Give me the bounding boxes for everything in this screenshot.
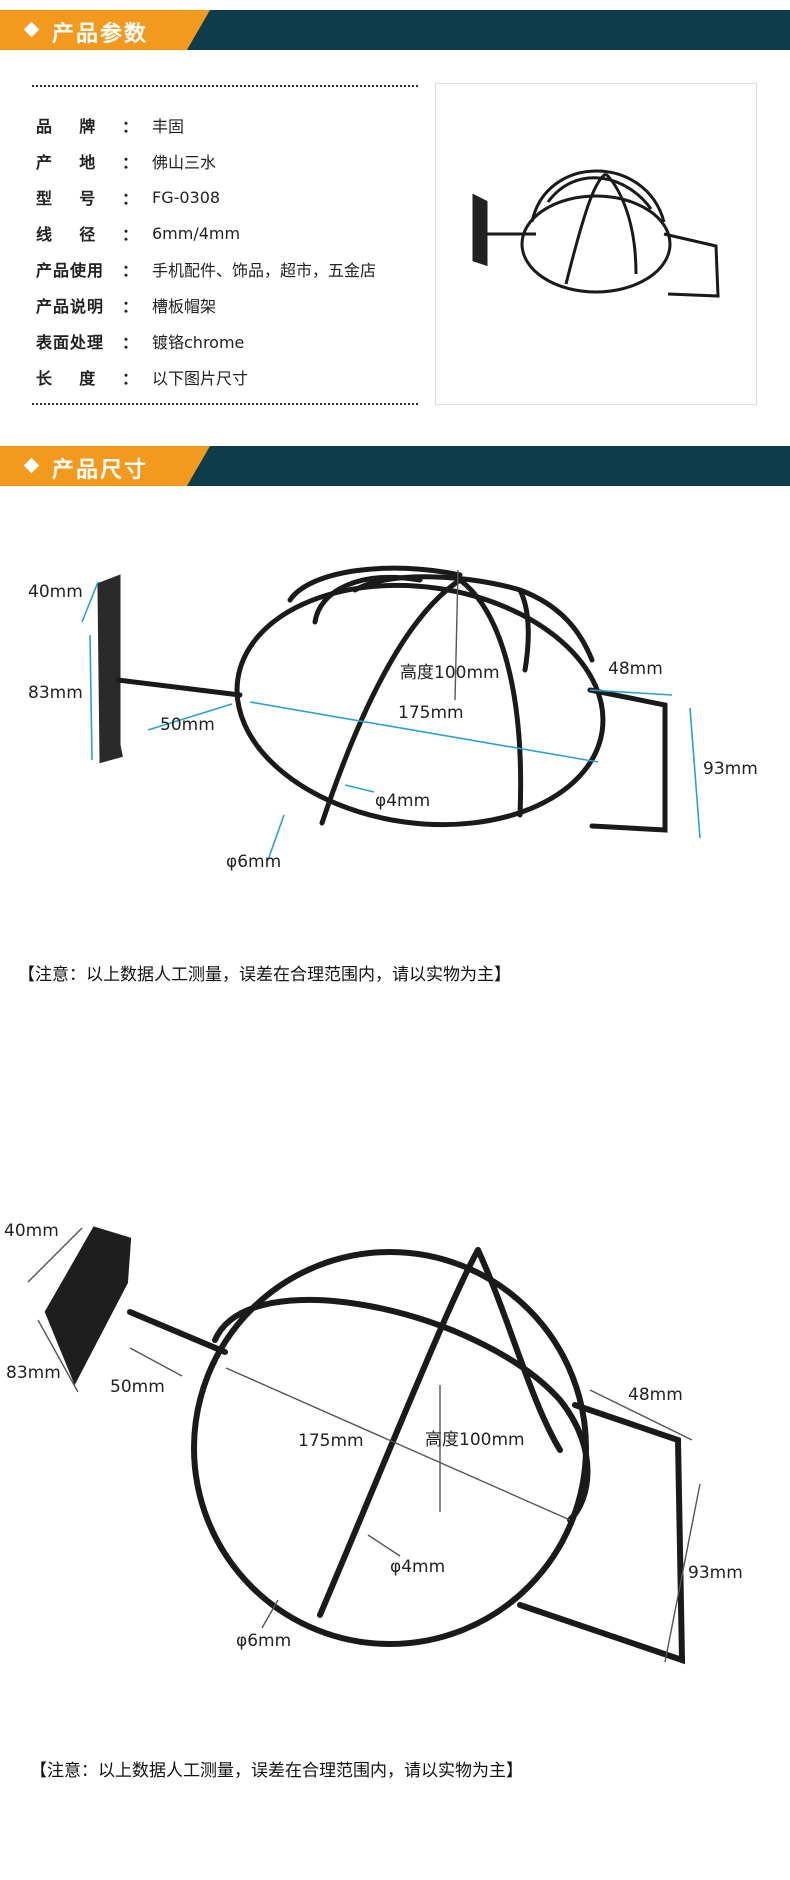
spec-value: 槽板帽架 xyxy=(152,297,217,316)
dim-40mm: 40mm xyxy=(4,1221,59,1241)
spec-row: 产品使用 ： 手机配件、饰品，超市，五金店 xyxy=(36,251,426,287)
dim-50mm: 50mm xyxy=(110,1377,165,1397)
dim-93mm: 93mm xyxy=(688,1563,743,1583)
section-header-params: 产品参数 xyxy=(0,10,790,50)
spec-list: 品 牌 ： 丰固 产 地 ： 佛山三水 型 号 ： FG-0308 线 径 ： … xyxy=(36,107,426,395)
spec-colon: ： xyxy=(122,153,139,172)
spec-key: 产 地 xyxy=(36,153,97,172)
spec-value: 以下图片尺寸 xyxy=(152,369,249,388)
dim-175mm: 175mm xyxy=(298,1431,364,1451)
spec-row: 表面处理 ： 镀铬chrome xyxy=(36,323,426,359)
dimension-diagram-side: 40mm 83mm 50mm 175mm 高度100mm 48mm 93mm φ… xyxy=(28,565,758,872)
spec-colon: ： xyxy=(122,333,139,352)
spec-row: 产 地 ： 佛山三水 xyxy=(36,143,426,179)
spec-value: 镀铬chrome xyxy=(152,333,245,352)
spec-key: 线 径 xyxy=(36,225,97,244)
dim-height: 高度100mm xyxy=(425,1430,525,1450)
spec-colon: ： xyxy=(122,297,139,316)
spec-value: FG-0308 xyxy=(152,187,221,207)
hat-rack-icon xyxy=(472,169,720,298)
dim-phi4: φ4mm xyxy=(375,791,430,811)
spec-value: 丰固 xyxy=(152,117,185,136)
dim-40mm: 40mm xyxy=(28,582,83,602)
spec-key: 产品使用 xyxy=(36,261,105,280)
section-title: 产品尺寸 xyxy=(52,458,149,483)
dim-83mm: 83mm xyxy=(6,1363,61,1383)
dim-phi6: φ6mm xyxy=(226,852,281,872)
spec-value: 手机配件、饰品，超市，五金店 xyxy=(152,261,377,280)
spec-key: 品 牌 xyxy=(36,117,97,136)
product-photo xyxy=(435,83,757,405)
spec-colon: ： xyxy=(122,189,139,208)
dim-93mm: 93mm xyxy=(703,759,758,779)
dim-48mm: 48mm xyxy=(628,1385,683,1405)
spec-colon: ： xyxy=(122,261,139,280)
spec-row: 长 度 ： 以下图片尺寸 xyxy=(36,359,426,395)
spec-colon: ： xyxy=(122,369,139,388)
spec-key: 产品说明 xyxy=(36,297,105,316)
spec-colon: ： xyxy=(122,117,139,136)
dotted-divider xyxy=(32,85,418,87)
section-header-size: 产品尺寸 xyxy=(0,446,790,486)
spec-row: 线 径 ： 6mm/4mm xyxy=(36,215,426,251)
spec-row: 产品说明 ： 槽板帽架 xyxy=(36,287,426,323)
dim-phi6: φ6mm xyxy=(236,1631,291,1651)
dim-48mm: 48mm xyxy=(608,659,663,679)
spec-key: 长 度 xyxy=(36,369,97,388)
spec-row: 品 牌 ： 丰固 xyxy=(36,107,426,143)
spec-colon: ： xyxy=(122,225,139,244)
dim-175mm: 175mm xyxy=(398,703,464,723)
section-title: 产品参数 xyxy=(52,22,149,47)
dim-83mm: 83mm xyxy=(28,683,83,703)
dim-phi4: φ4mm xyxy=(390,1557,445,1577)
dimension-diagram-top: 40mm 83mm 50mm 175mm 高度100mm 48mm 93mm φ… xyxy=(4,1221,743,1665)
dim-height: 高度100mm xyxy=(400,663,500,683)
spec-key: 表面处理 xyxy=(36,333,105,352)
note-text: 【注意：以上数据人工测量，误差在合理范围内，请以实物为主】 xyxy=(18,965,511,985)
dotted-divider xyxy=(32,403,418,405)
spec-key: 型 号 xyxy=(36,189,97,208)
dim-50mm: 50mm xyxy=(160,715,215,735)
spec-row: 型 号 ： FG-0308 xyxy=(36,179,426,215)
spec-value: 佛山三水 xyxy=(152,153,217,172)
note-text: 【注意：以上数据人工测量，误差在合理范围内，请以实物为主】 xyxy=(30,1761,523,1781)
spec-value: 6mm/4mm xyxy=(152,223,241,243)
